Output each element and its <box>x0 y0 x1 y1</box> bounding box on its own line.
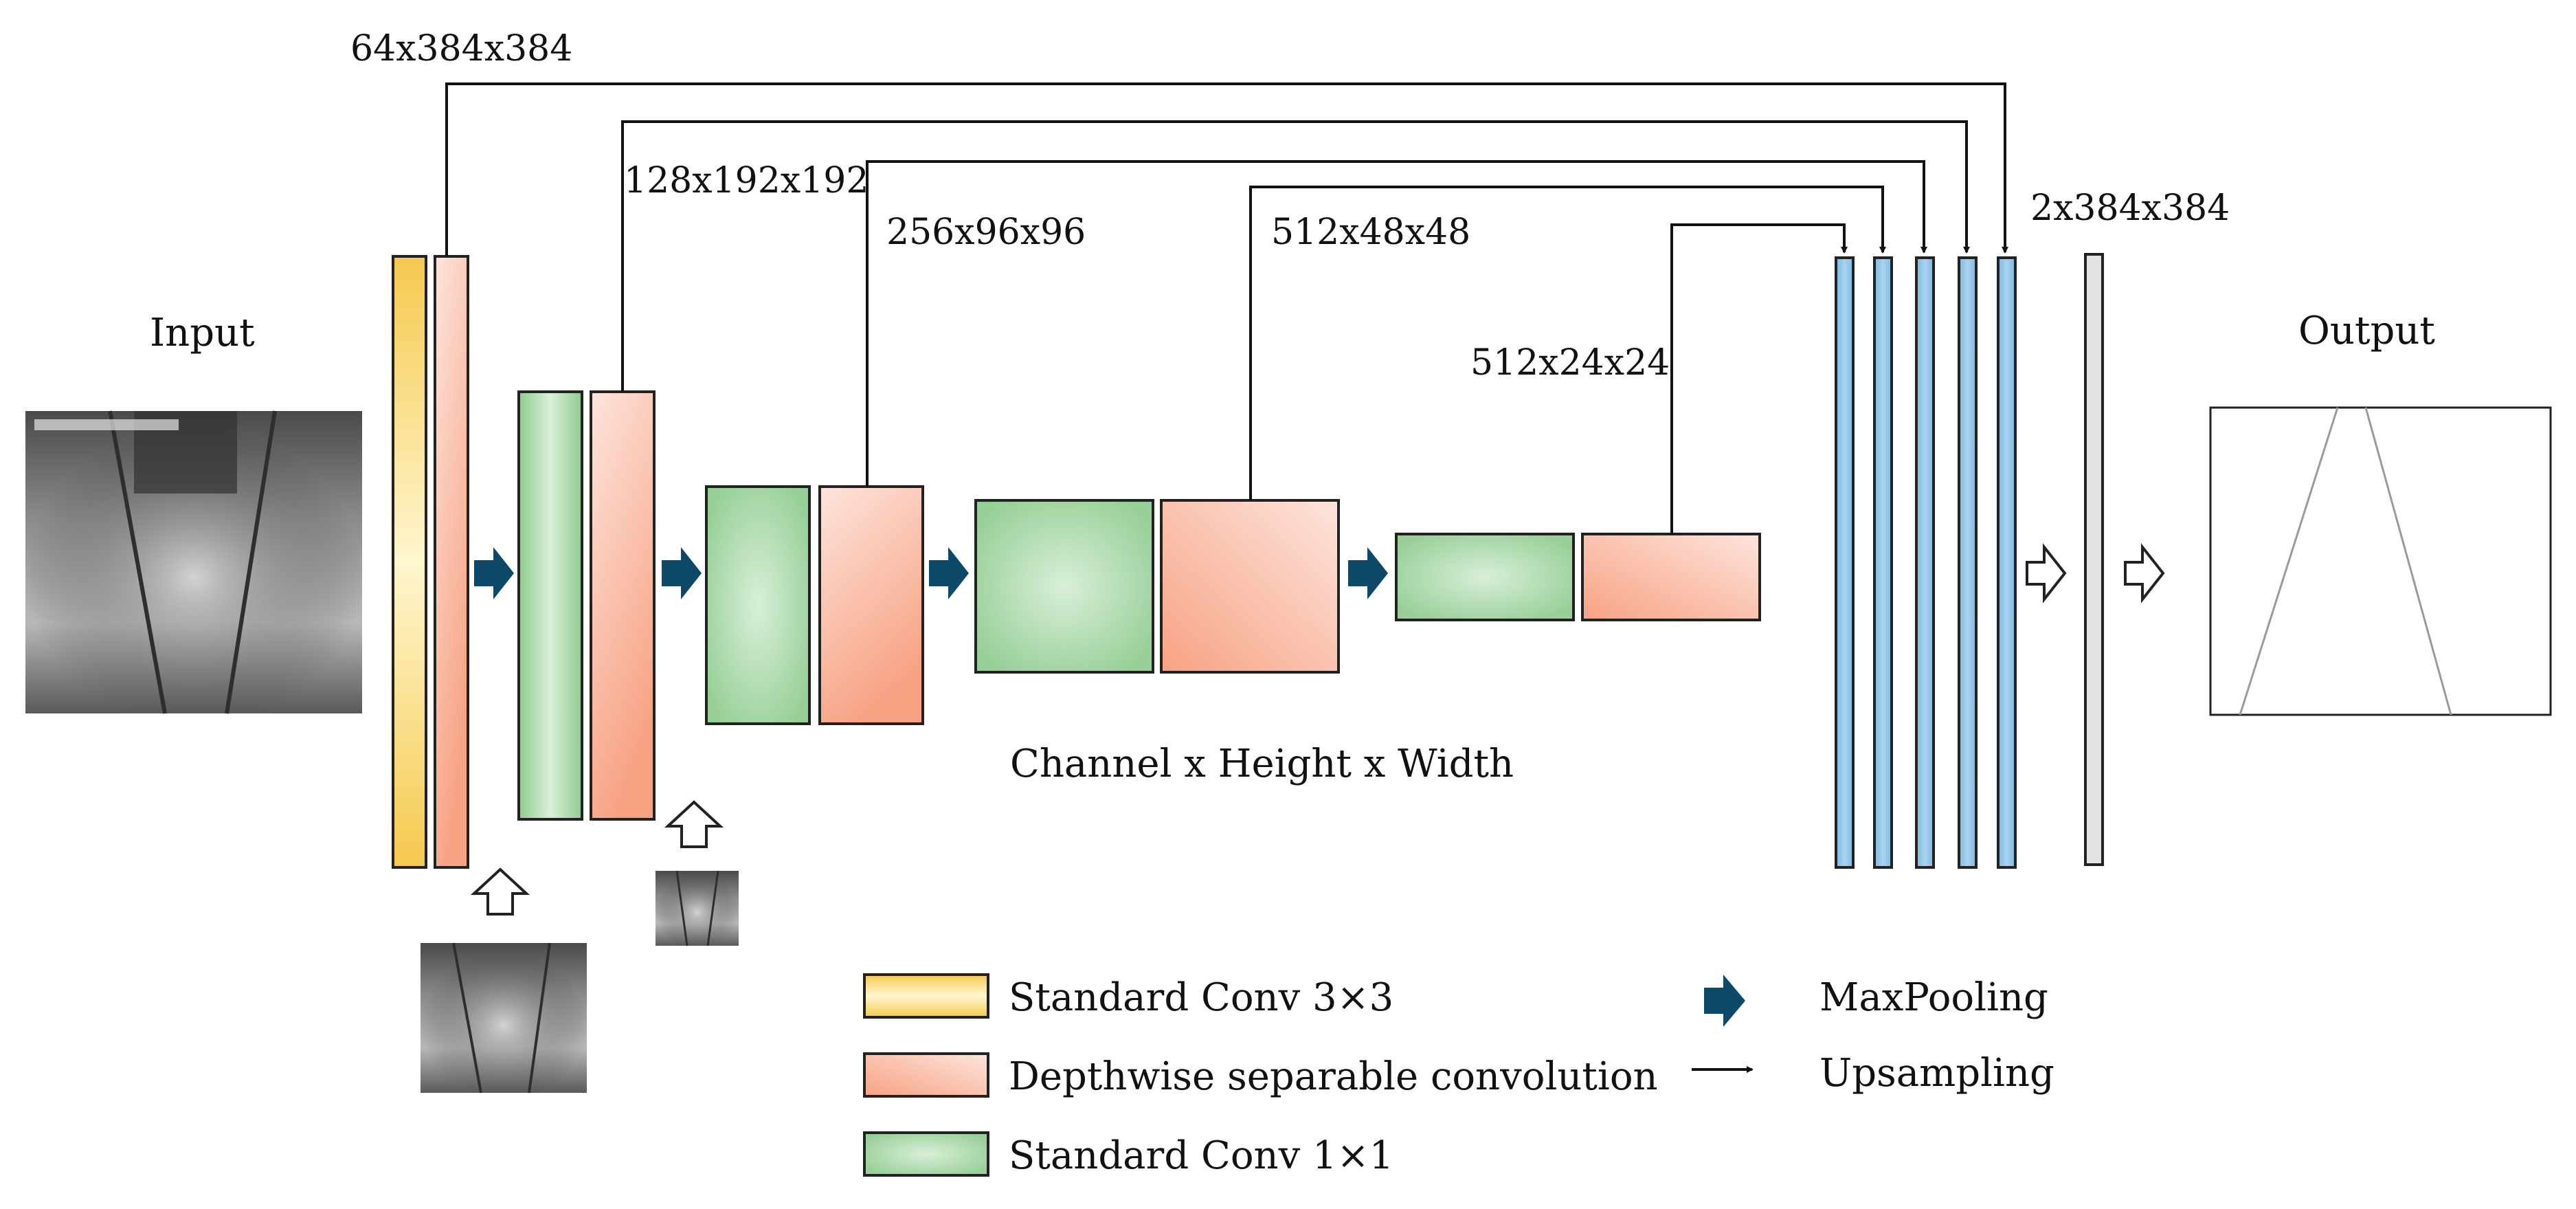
decoder-block-2 <box>1873 256 1893 869</box>
input-image <box>25 410 362 714</box>
legend-label-dwconv: Depthwise separable convolution <box>1009 1054 1658 1099</box>
legend-swatch-dwconv <box>863 1052 989 1098</box>
outline-right-arrow-icon <box>2026 543 2067 603</box>
skip-connection-64 <box>445 82 2008 256</box>
decoder-block-3 <box>1915 256 1935 869</box>
input-title: Input <box>150 311 255 355</box>
scaled-input-image-2 <box>656 870 739 946</box>
legend: Standard Conv 3×3 Depthwise separable co… <box>863 973 2054 1178</box>
skip-connection-256 <box>866 160 1927 487</box>
maxpool-arrow-icon <box>929 547 969 599</box>
dim-label-64: 64x384x384 <box>350 28 572 69</box>
output-mask <box>2209 406 2552 716</box>
legend-swatch-conv3x3 <box>863 973 989 1019</box>
outline-up-arrow-icon <box>470 867 530 916</box>
dim-label-output: 2x384x384 <box>2030 188 2230 229</box>
dwconv-block-4 <box>1160 499 1340 674</box>
conv1x1-block-2 <box>517 390 583 821</box>
maxpool-arrow-icon <box>474 547 514 599</box>
dwconv-block-3 <box>818 485 924 725</box>
conv1x1-block-3 <box>705 485 811 725</box>
dwconv-block-2 <box>590 390 656 821</box>
decoder-block-4 <box>1958 256 1978 869</box>
dim-label-512-48: 512x48x48 <box>1271 212 1470 253</box>
shape-note: Channel x Height x Width <box>1010 742 1514 786</box>
dwconv-block-1 <box>434 255 469 869</box>
legend-label-maxpool: MaxPooling <box>1819 975 2048 1020</box>
dwconv-block-5 <box>1581 533 1761 621</box>
legend-label-conv3x3: Standard Conv 3×3 <box>1009 975 1393 1020</box>
dim-label-128: 128x192x192 <box>624 160 869 201</box>
maxpool-arrows <box>474 547 1388 599</box>
maxpool-arrow-icon <box>662 547 702 599</box>
outline-up-arrow-icon <box>664 800 724 848</box>
output-conv-block <box>2084 253 2104 866</box>
skip-connection-128 <box>621 120 1970 392</box>
outline-right-arrow-icon <box>2124 543 2165 603</box>
scaled-input-image-1 <box>421 942 587 1094</box>
maxpool-arrow-icon <box>1348 547 1388 599</box>
conv3x3-block <box>392 255 427 869</box>
skip-connection-512-24 <box>1670 223 1848 534</box>
decoder-block-5 <box>1997 256 2017 869</box>
skip-connection-512-48 <box>1249 186 1886 500</box>
dim-label-256: 256x96x96 <box>886 212 1086 253</box>
decoder-block-1 <box>1835 256 1855 869</box>
conv1x1-block-5 <box>1395 533 1575 621</box>
legend-maxpool-arrow-icon <box>1704 975 1745 1027</box>
output-title: Output <box>2298 309 2435 353</box>
dim-label-512-24: 512x24x24 <box>1470 342 1670 384</box>
legend-label-conv1x1: Standard Conv 1×1 <box>1009 1133 1393 1178</box>
legend-label-upsampling: Upsampling <box>1819 1051 2054 1096</box>
conv1x1-block-4 <box>974 499 1154 674</box>
skip-connections <box>445 82 2008 534</box>
legend-swatch-conv1x1 <box>863 1131 989 1177</box>
